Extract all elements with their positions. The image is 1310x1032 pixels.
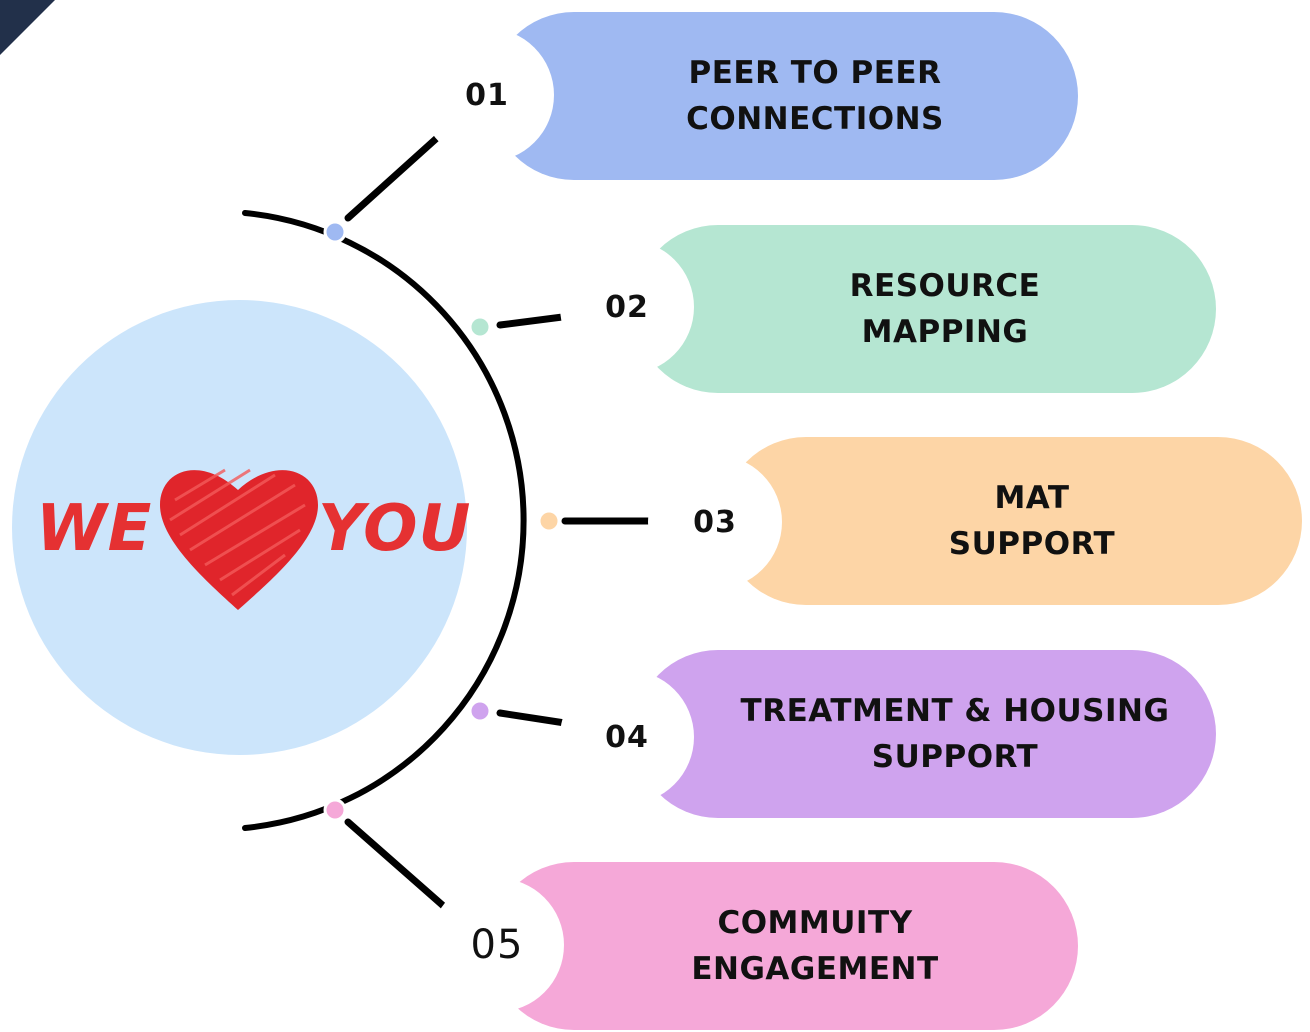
step-number-circle-04: 04 — [560, 670, 694, 804]
step-title-03: MAT SUPPORT — [948, 480, 1116, 562]
step-title-04: TREATMENT & HOUSING SUPPORT — [740, 693, 1170, 775]
step-number-03: 03 — [693, 504, 737, 540]
step-number-circle-02: 02 — [560, 240, 694, 374]
step-number-circle-03: 03 — [648, 455, 782, 589]
hero-word-you: YOU — [318, 492, 472, 566]
step-number-01: 01 — [465, 77, 509, 113]
node-dot-03 — [537, 509, 561, 533]
step-title-02: RESOURCE MAPPING — [849, 268, 1041, 350]
node-dot-05 — [323, 798, 347, 822]
step-pill-03: MAT SUPPORT — [722, 437, 1302, 605]
step-number-04: 04 — [605, 719, 649, 755]
step-pill-01: PEER TO PEER CONNECTIONS — [490, 12, 1078, 180]
step-title-01: PEER TO PEER CONNECTIONS — [686, 55, 944, 137]
step-pill-04: TREATMENT & HOUSING SUPPORT — [634, 650, 1216, 818]
connector-arc — [242, 210, 527, 831]
step-title-05: COMMUITY ENGAGEMENT — [691, 905, 939, 987]
node-dot-01 — [323, 220, 347, 244]
spoke-01 — [344, 124, 452, 222]
hero-word-we: WE — [36, 492, 153, 566]
step-number-02: 02 — [605, 289, 649, 325]
node-dot-04 — [468, 699, 492, 723]
corner-decoration — [0, 0, 55, 55]
spoke-05 — [344, 818, 452, 914]
step-pill-05: COMMUITY ENGAGEMENT — [490, 862, 1078, 1030]
node-dot-02 — [468, 315, 492, 339]
step-pill-02: RESOURCE MAPPING — [634, 225, 1216, 393]
step-number-05: 05 — [470, 922, 524, 968]
step-number-circle-01: 01 — [420, 28, 554, 162]
step-number-circle-05: 05 — [430, 878, 564, 1012]
